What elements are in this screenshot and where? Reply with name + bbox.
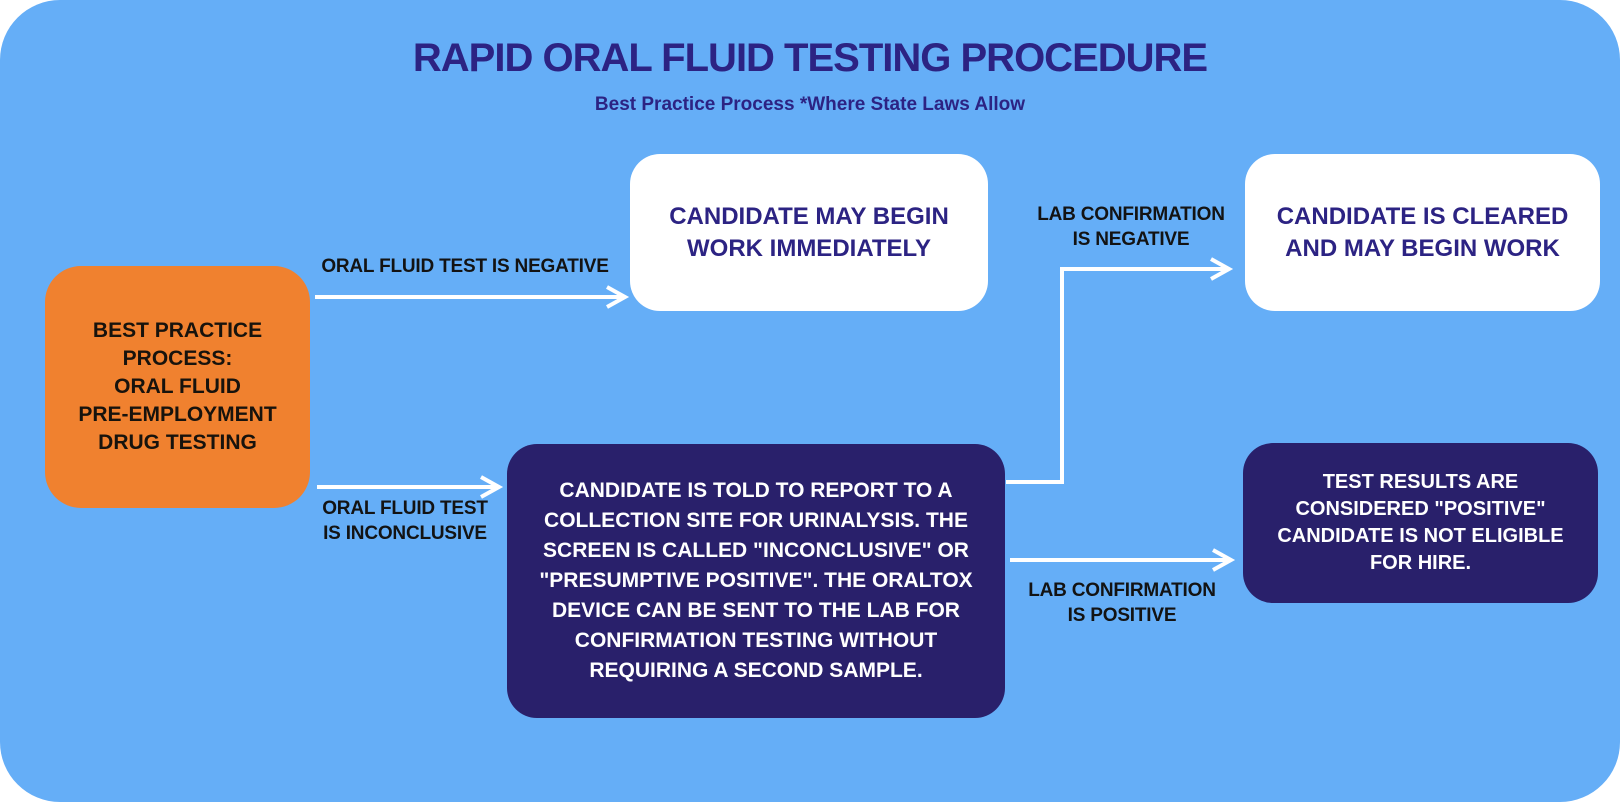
node-report-to-collection-site: CANDIDATE IS TOLD TO REPORT TO A COLLECT… bbox=[507, 444, 1005, 718]
node-candidate-may-begin-work: CANDIDATE MAY BEGIN WORK IMMEDIATELY bbox=[630, 154, 988, 311]
node-results-positive-not-eligible: TEST RESULTS ARE CONSIDERED "POSITIVE" C… bbox=[1243, 443, 1598, 603]
page-title: RAPID ORAL FLUID TESTING PROCEDURE bbox=[412, 36, 1208, 80]
node-candidate-cleared: CANDIDATE IS CLEARED AND MAY BEGIN WORK bbox=[1245, 154, 1600, 311]
edge-label-oral-fluid-negative: ORAL FLUID TEST IS NEGATIVE bbox=[321, 256, 609, 277]
arrow-oral-fluid-inconclusive bbox=[317, 475, 504, 499]
node-best-practice-process: BEST PRACTICE PROCESS: ORAL FLUID PRE-EM… bbox=[45, 266, 310, 508]
arrow-oral-fluid-negative bbox=[315, 285, 630, 309]
page-subtitle: Best Practice Process *Where State Laws … bbox=[594, 94, 1026, 115]
edge-label-lab-confirmation-positive: LAB CONFIRMATION IS POSITIVE bbox=[1028, 580, 1216, 626]
arrow-lab-confirmation-positive bbox=[1010, 548, 1236, 572]
edge-label-lab-confirmation-negative: LAB CONFIRMATION IS NEGATIVE bbox=[1037, 204, 1225, 250]
edge-label-oral-fluid-inconclusive: ORAL FLUID TEST IS INCONCLUSIVE bbox=[322, 498, 488, 544]
arrow-lab-confirmation-negative bbox=[1006, 257, 1234, 484]
